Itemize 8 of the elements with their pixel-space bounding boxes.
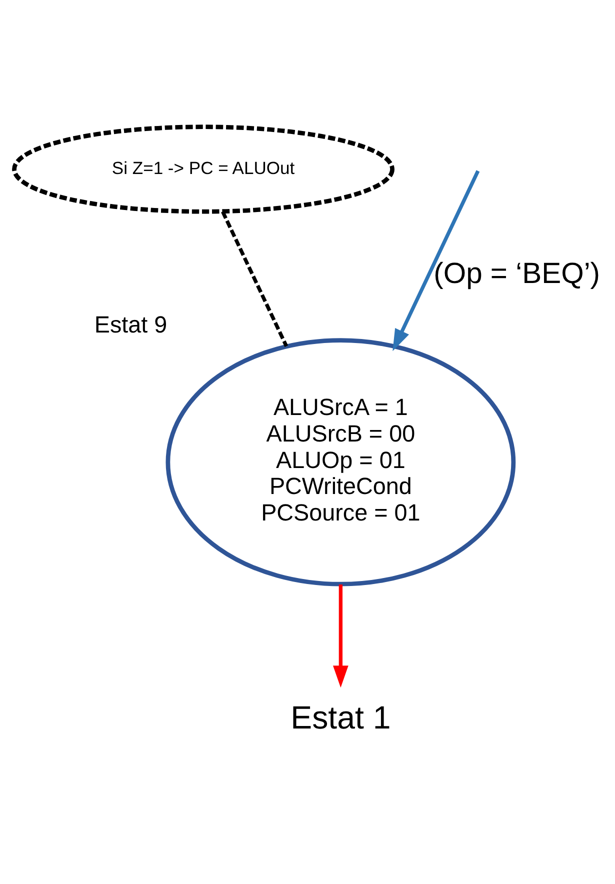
node-ellipse: Si Z=1 -> PC = ALUOut — [12, 124, 394, 214]
node-label: Estat 9 — [94, 311, 168, 338]
connector — [221, 210, 288, 346]
arrow — [332, 584, 348, 688]
arrow — [392, 170, 480, 351]
node-ellipse: ALUSrcA = 1 ALUSrcB = 00 ALUOp = 01 PCWriteCond PCSource = 01 — [166, 338, 516, 586]
edge-label: (Op = ‘BEQ’) — [434, 258, 600, 290]
node-text: Estat 1 — [290, 698, 391, 735]
